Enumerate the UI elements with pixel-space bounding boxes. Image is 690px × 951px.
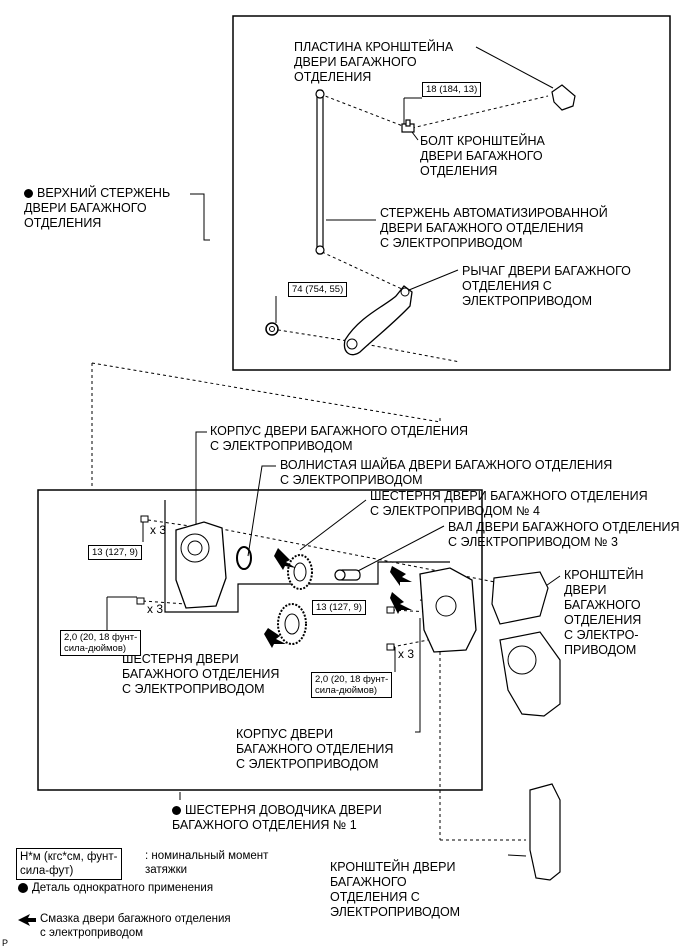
torque-box-13-right: 13 (127, 9) bbox=[312, 600, 366, 615]
label-closer-gear-wrap: ШЕСТЕРНЯ ДОВОДЧИКА ДВЕРИ БАГАЖНОГО ОТДЕЛ… bbox=[172, 803, 382, 833]
label-gear4: ШЕСТЕРНЯ ДВЕРИ БАГАЖНОГО ОТДЕЛЕНИЯ С ЭЛЕ… bbox=[370, 489, 648, 518]
non-reusable-marker bbox=[24, 189, 33, 198]
label-wave-washer: ВОЛНИСТАЯ ШАЙБА ДВЕРИ БАГАЖНОГО ОТДЕЛЕНИ… bbox=[280, 458, 613, 487]
lower-assembly-frame bbox=[37, 489, 483, 791]
grease-legend-arrow-icon bbox=[18, 914, 36, 926]
torque-box-13-left: 13 (127, 9) bbox=[88, 545, 142, 560]
legend-units-box: Н*м (кгс*см, фунт- сила-фут) bbox=[16, 848, 122, 880]
torque-box-74: 74 (754, 55) bbox=[288, 282, 348, 297]
housing-sub-frame bbox=[164, 500, 450, 613]
label-bolt: БОЛТ КРОНШТЕЙНА ДВЕРИ БАГАЖНОГО ОТДЕЛЕНИ… bbox=[420, 134, 545, 178]
label-housing-top: КОРПУС ДВЕРИ БАГАЖНОГО ОТДЕЛЕНИЯ С ЭЛЕКТ… bbox=[210, 424, 468, 453]
label-shaft3: ВАЛ ДВЕРИ БАГАЖНОГО ОТДЕЛЕНИЯ С ЭЛЕКТРОП… bbox=[448, 520, 680, 549]
label-housing-bottom: КОРПУС ДВЕРИ БАГАЖНОГО ОТДЕЛЕНИЯ С ЭЛЕКТ… bbox=[236, 727, 394, 771]
upper-assembly-frame bbox=[232, 15, 671, 371]
motor-part bbox=[499, 631, 561, 717]
non-reusable-marker bbox=[172, 806, 181, 815]
label-lever: РЫЧАГ ДВЕРИ БАГАЖНОГО ОТДЕЛЕНИЯ С ЭЛЕКТР… bbox=[462, 264, 631, 308]
label-upper-rod-wrap: ВЕРХНИЙ СТЕРЖЕНЬ ДВЕРИ БАГАЖНОГО ОТДЕЛЕН… bbox=[24, 186, 170, 231]
label-gear: ШЕСТЕРНЯ ДВЕРИ БАГАЖНОГО ОТДЕЛЕНИЯ С ЭЛЕ… bbox=[122, 652, 280, 696]
label-bracket-right: КРОНШТЕЙН ДВЕРИ БАГАЖНОГО ОТДЕЛЕНИЯ С ЭЛ… bbox=[564, 568, 644, 657]
legend-grease: Смазка двери багажного отделения с элект… bbox=[40, 913, 231, 939]
label-closer-gear: ШЕСТЕРНЯ ДОВОДЧИКА ДВЕРИ БАГАЖНОГО ОТДЕЛ… bbox=[172, 803, 382, 832]
torque-box-18: 18 (184, 13) bbox=[422, 82, 482, 97]
bolt-part bbox=[401, 119, 415, 133]
multiplier-top: x 3 bbox=[150, 523, 167, 537]
torque-box-2-left: 2,0 (20, 18 фунт- сила-дюймов) bbox=[60, 630, 142, 656]
wave-washer-part bbox=[236, 546, 252, 570]
bracket-bottom-part bbox=[529, 783, 561, 881]
legend-non-reusable: Деталь однократного применения bbox=[32, 882, 214, 894]
non-reusable-dot-icon bbox=[18, 883, 28, 893]
label-bracket-bottom: КРОНШТЕЙН ДВЕРИ БАГАЖНОГО ОТДЕЛЕНИЯ С ЭЛ… bbox=[330, 860, 461, 919]
lever-part bbox=[343, 285, 413, 356]
bracket-right-part bbox=[491, 571, 549, 625]
label-bracket-plate: ПЛАСТИНА КРОНШТЕЙНА ДВЕРИ БАГАЖНОГО ОТДЕ… bbox=[294, 40, 454, 84]
power-rod-part bbox=[315, 89, 325, 255]
label-upper-rod: ВЕРХНИЙ СТЕРЖЕНЬ ДВЕРИ БАГАЖНОГО ОТДЕЛЕН… bbox=[24, 186, 171, 230]
corner-mark: P bbox=[2, 938, 9, 948]
shaft3-part bbox=[334, 569, 361, 581]
multiplier-right: x 3 bbox=[398, 647, 415, 661]
legend-units-description: : номинальный момент затяжки bbox=[145, 850, 269, 876]
multiplier-left: x 3 bbox=[147, 602, 164, 616]
bracket-plate-part bbox=[551, 84, 576, 111]
grease-arrow-icons bbox=[264, 548, 412, 648]
torque-box-2-right: 2,0 (20, 18 фунт- сила-дюймов) bbox=[311, 672, 393, 698]
label-power-rod: СТЕРЖЕНЬ АВТОМАТИЗИРОВАННОЙ ДВЕРИ БАГАЖН… bbox=[380, 206, 608, 250]
